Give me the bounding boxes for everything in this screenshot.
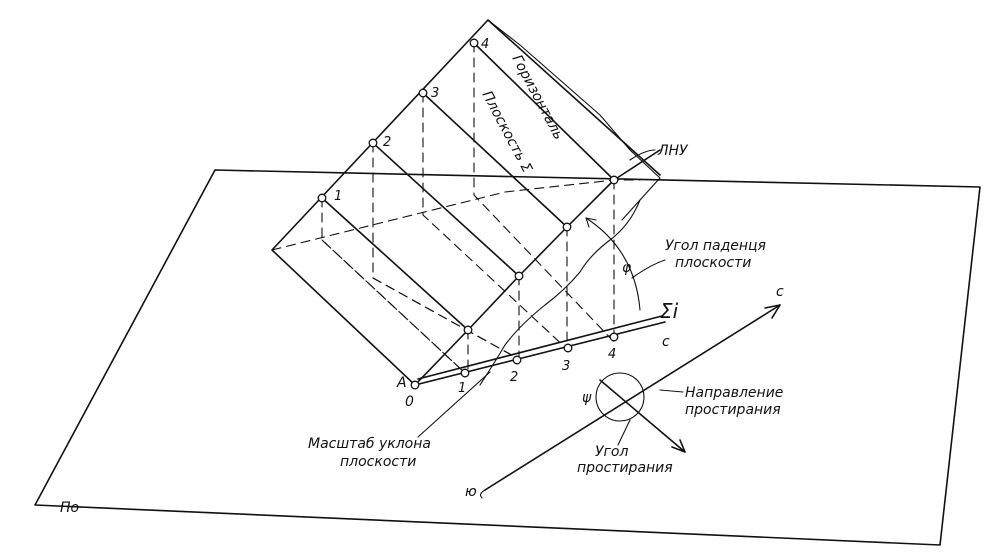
- plane-horizontal-line-3: [422, 92, 568, 228]
- dip-arrow-head: [585, 217, 597, 228]
- lnu-point-3: [562, 222, 572, 232]
- lnu-point-1: [463, 325, 473, 335]
- horizontal-plane-outline: [34, 169, 981, 546]
- south-label: ю: [465, 484, 477, 500]
- scale-mark-3: 3: [562, 359, 570, 374]
- point-o-label: 0: [405, 394, 414, 410]
- point-a-label: A: [396, 375, 407, 391]
- napravlenie-label-1: Направление: [685, 385, 783, 401]
- sigma-i-label: Σi: [660, 299, 679, 323]
- plane-point-3: [418, 88, 428, 98]
- plane-mark-1: 1: [334, 189, 342, 204]
- lnu-point-2: [514, 271, 524, 281]
- lnu-label: ЛНУ: [657, 143, 689, 159]
- strike-arrow-head: [671, 439, 686, 453]
- strike-direction-line: [599, 379, 686, 453]
- c-scale-label: c: [662, 334, 670, 350]
- slope-scale-line-outer: [414, 321, 666, 386]
- line-of-steepest-slope: [414, 149, 661, 386]
- dashed-projection-1: [321, 197, 466, 374]
- napravlenie-label-2: простирания: [685, 402, 781, 418]
- plane-mark-3: 3: [431, 86, 439, 101]
- dashed-ground-lines: [321, 239, 518, 374]
- scale-mark-4: 4: [608, 347, 616, 362]
- lnu-point-4: [609, 175, 619, 185]
- gorizontal-label: Горизонталь: [508, 52, 566, 142]
- scale-point-0: [410, 380, 420, 390]
- pi-o-label: По: [60, 500, 79, 516]
- strike-leader-text: [659, 389, 684, 393]
- dashed-projection-3: [422, 92, 569, 351]
- plane-point-1: [317, 193, 327, 203]
- ground-break-line: [479, 199, 641, 386]
- phi-label: φ: [622, 260, 632, 276]
- plane-mark-4: 4: [481, 37, 489, 52]
- scale-mark-1: 1: [458, 381, 466, 396]
- scale-point-1: [460, 368, 470, 378]
- scale-mark-2: 2: [510, 370, 518, 385]
- ugol-padeniya-label-2: плоскости: [675, 255, 751, 271]
- masshtab-label-2: плоскости: [340, 454, 416, 470]
- dip-angle-arc: [585, 217, 641, 311]
- psi-label: ψ: [582, 390, 592, 406]
- strike-angle-circle: [595, 372, 645, 422]
- plane-horizontal-line-4: [473, 42, 615, 181]
- north-arrow-head: [764, 304, 781, 319]
- scale-point-3: [563, 343, 573, 353]
- dashed-drop-3: [467, 179, 615, 371]
- north-label: с: [776, 284, 784, 300]
- ugol-padeniya-label-1: Угол паденця: [665, 238, 766, 254]
- plane-point-2: [368, 138, 378, 148]
- ugol-prost-label-1: Угол: [595, 444, 628, 460]
- scale-point-2: [512, 355, 522, 365]
- slope-scale-line-inner: [417, 315, 663, 380]
- dashed-horizontal-trace: [504, 179, 641, 193]
- plane-horizontal-line-2: [372, 142, 520, 277]
- dashed-trace-line: [271, 191, 506, 251]
- scale-point-4: [609, 332, 619, 342]
- strike-angle-leader: [617, 419, 631, 446]
- plane-point-4: [469, 38, 479, 48]
- plane-top-right-edge: [487, 19, 661, 221]
- lnu-leader: [629, 149, 656, 161]
- dip-callout-leader: [631, 259, 666, 279]
- ugol-prost-label-2: простирания: [577, 460, 673, 476]
- masshtab-label-1: Масштаб уклона: [308, 436, 431, 452]
- north-south-axis: [484, 304, 781, 491]
- plane-horizontal-line-1: [321, 197, 469, 331]
- south-hook: [480, 489, 486, 499]
- masshtab-leader: [417, 371, 491, 438]
- dashed-projection-4: [473, 42, 615, 343]
- ploskost-label: Плоскость Σ: [478, 88, 535, 175]
- plane-mark-2: 2: [383, 135, 391, 150]
